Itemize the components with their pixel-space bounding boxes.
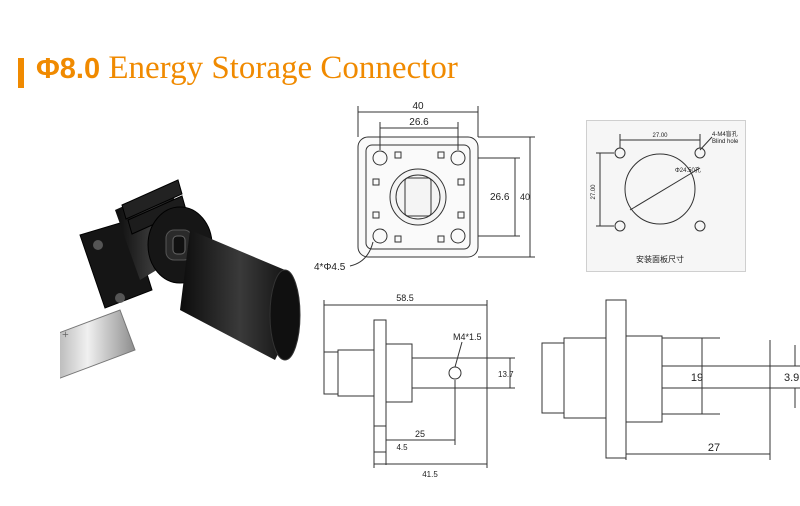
- dim-right-27: 27: [708, 442, 720, 454]
- dim-top-hole-spacing: 26.6: [409, 117, 429, 128]
- page-title: Φ8.0 Energy Storage Connector: [36, 50, 458, 87]
- panel-cutout-box: [586, 120, 746, 272]
- connector-photo: +: [60, 179, 301, 379]
- title-symbol: Φ8.0: [36, 53, 101, 85]
- title-accent-bar: [18, 58, 24, 88]
- dim-right-3-9: 3.9: [784, 372, 799, 384]
- housing-body: [180, 230, 300, 360]
- dim-side-25: 25: [415, 429, 425, 439]
- dim-side-4-5: 4.5: [396, 443, 408, 452]
- dim-top-holes: 4*Φ4.5: [314, 262, 346, 273]
- dim-top-vertical-total: 40: [520, 192, 530, 202]
- dim-side-total: 58.5: [396, 293, 414, 303]
- title-text: Energy Storage Connector: [100, 50, 458, 86]
- pin-polarity-label: +: [62, 327, 69, 341]
- dim-side-height: 13.7: [498, 370, 514, 379]
- dim-top-width: 40: [412, 101, 424, 112]
- dim-top-vertical-spacing: 26.6: [490, 192, 510, 203]
- dim-side-thread: M4*1.5: [453, 332, 482, 342]
- metal-pin: [60, 309, 136, 379]
- dim-right-19: 19: [691, 372, 703, 384]
- dim-side-41-5: 41.5: [422, 470, 438, 479]
